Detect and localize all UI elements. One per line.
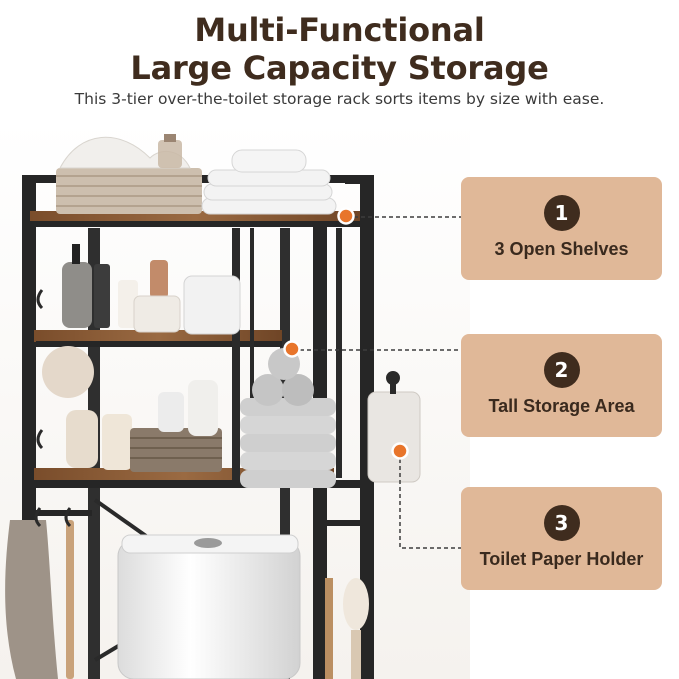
- feature-label: 3 Open Shelves: [494, 239, 629, 259]
- subtitle: This 3-tier over-the-toilet storage rack…: [74, 90, 605, 108]
- woven-basket: [56, 168, 202, 214]
- feature-number-badge: 2: [543, 352, 580, 388]
- tissue-roll: [183, 275, 241, 335]
- feature-card-tall-storage: 2 Tall Storage Area: [461, 334, 662, 437]
- storage-rack-illustration: [0, 120, 470, 679]
- toilet-tank: [117, 539, 301, 679]
- flush-button: [194, 538, 222, 548]
- title-line-2: Large Capacity Storage: [130, 49, 549, 87]
- feature-card-toilet-paper-holder: 3 Toilet Paper Holder: [461, 487, 662, 590]
- feature-label: Tall Storage Area: [488, 396, 635, 416]
- top-shelf: [30, 211, 360, 222]
- feature-card-open-shelves: 1 3 Open Shelves: [461, 177, 662, 280]
- title-line-1: Multi-Functional: [194, 11, 485, 49]
- feature-label: Toilet Paper Holder: [479, 549, 644, 569]
- feature-number-badge: 3: [543, 505, 580, 541]
- lotion-bottle: [62, 262, 92, 328]
- rack-front-post-right: [360, 175, 374, 679]
- feature-number-badge: 1: [543, 195, 580, 231]
- toilet-paper-roll: [367, 391, 421, 483]
